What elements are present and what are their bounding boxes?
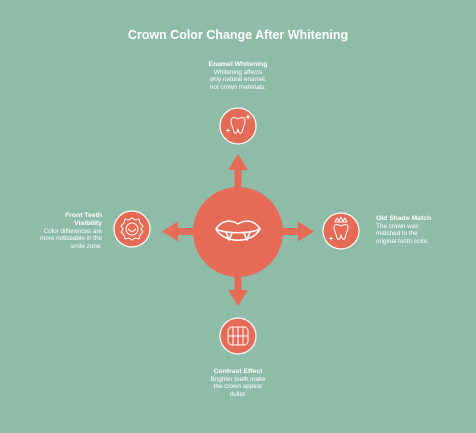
center-node: [193, 187, 283, 277]
node-right: [322, 212, 360, 250]
arrow-right: [280, 221, 314, 242]
smile-badge-icon: [120, 217, 144, 241]
text-line: original tooth color.: [376, 237, 429, 245]
heading-old-shade-match: Old Shade Match: [376, 215, 432, 222]
text-line: Brighter teeth make: [210, 376, 266, 383]
node-left: [113, 210, 151, 248]
tooth-crown-icon: [329, 216, 349, 241]
heading-front-teeth-line2: Visibility: [74, 220, 102, 227]
tooth-sparkle-icon: [226, 114, 251, 134]
arrows: [162, 154, 314, 306]
label-enamel-whitening: Enamel Whitening Whitening affects only …: [188, 61, 288, 91]
label-front-teeth-visibility: Front Teeth Visibility Color differences…: [22, 212, 102, 250]
text-line: the crown appear: [213, 383, 263, 391]
heading-contrast-effect: Contrast Effect: [213, 368, 263, 375]
text-line: smile zone.: [70, 242, 102, 250]
heading-enamel-whitening: Enamel Whitening: [208, 61, 268, 68]
arrow-down: [228, 272, 248, 306]
heading-front-teeth-line1: Front Teeth: [65, 212, 102, 219]
text-line: Color differences are: [43, 228, 102, 235]
text-line: more noticeable in the: [40, 235, 102, 243]
label-contrast-effect: Contrast Effect Brighter teeth make the …: [188, 368, 288, 398]
arrow-left: [162, 221, 196, 242]
text-line: The crown was: [376, 223, 419, 230]
text-line: only natural enamel,: [209, 76, 267, 84]
arrow-up: [228, 154, 248, 192]
node-top: [219, 107, 257, 145]
text-line: not crown materials.: [209, 83, 267, 91]
node-bottom: [219, 317, 257, 355]
text-line: matched to the: [376, 230, 418, 238]
label-old-shade-match: Old Shade Match The crown was matched to…: [376, 215, 466, 245]
diagram-title: Crown Color Change After Whitening: [127, 28, 349, 42]
lips-teeth-icon: [215, 220, 261, 242]
text-line: duller.: [229, 390, 247, 398]
teeth-row-icon: [227, 326, 249, 346]
text-line: Whitening affects: [213, 69, 263, 76]
